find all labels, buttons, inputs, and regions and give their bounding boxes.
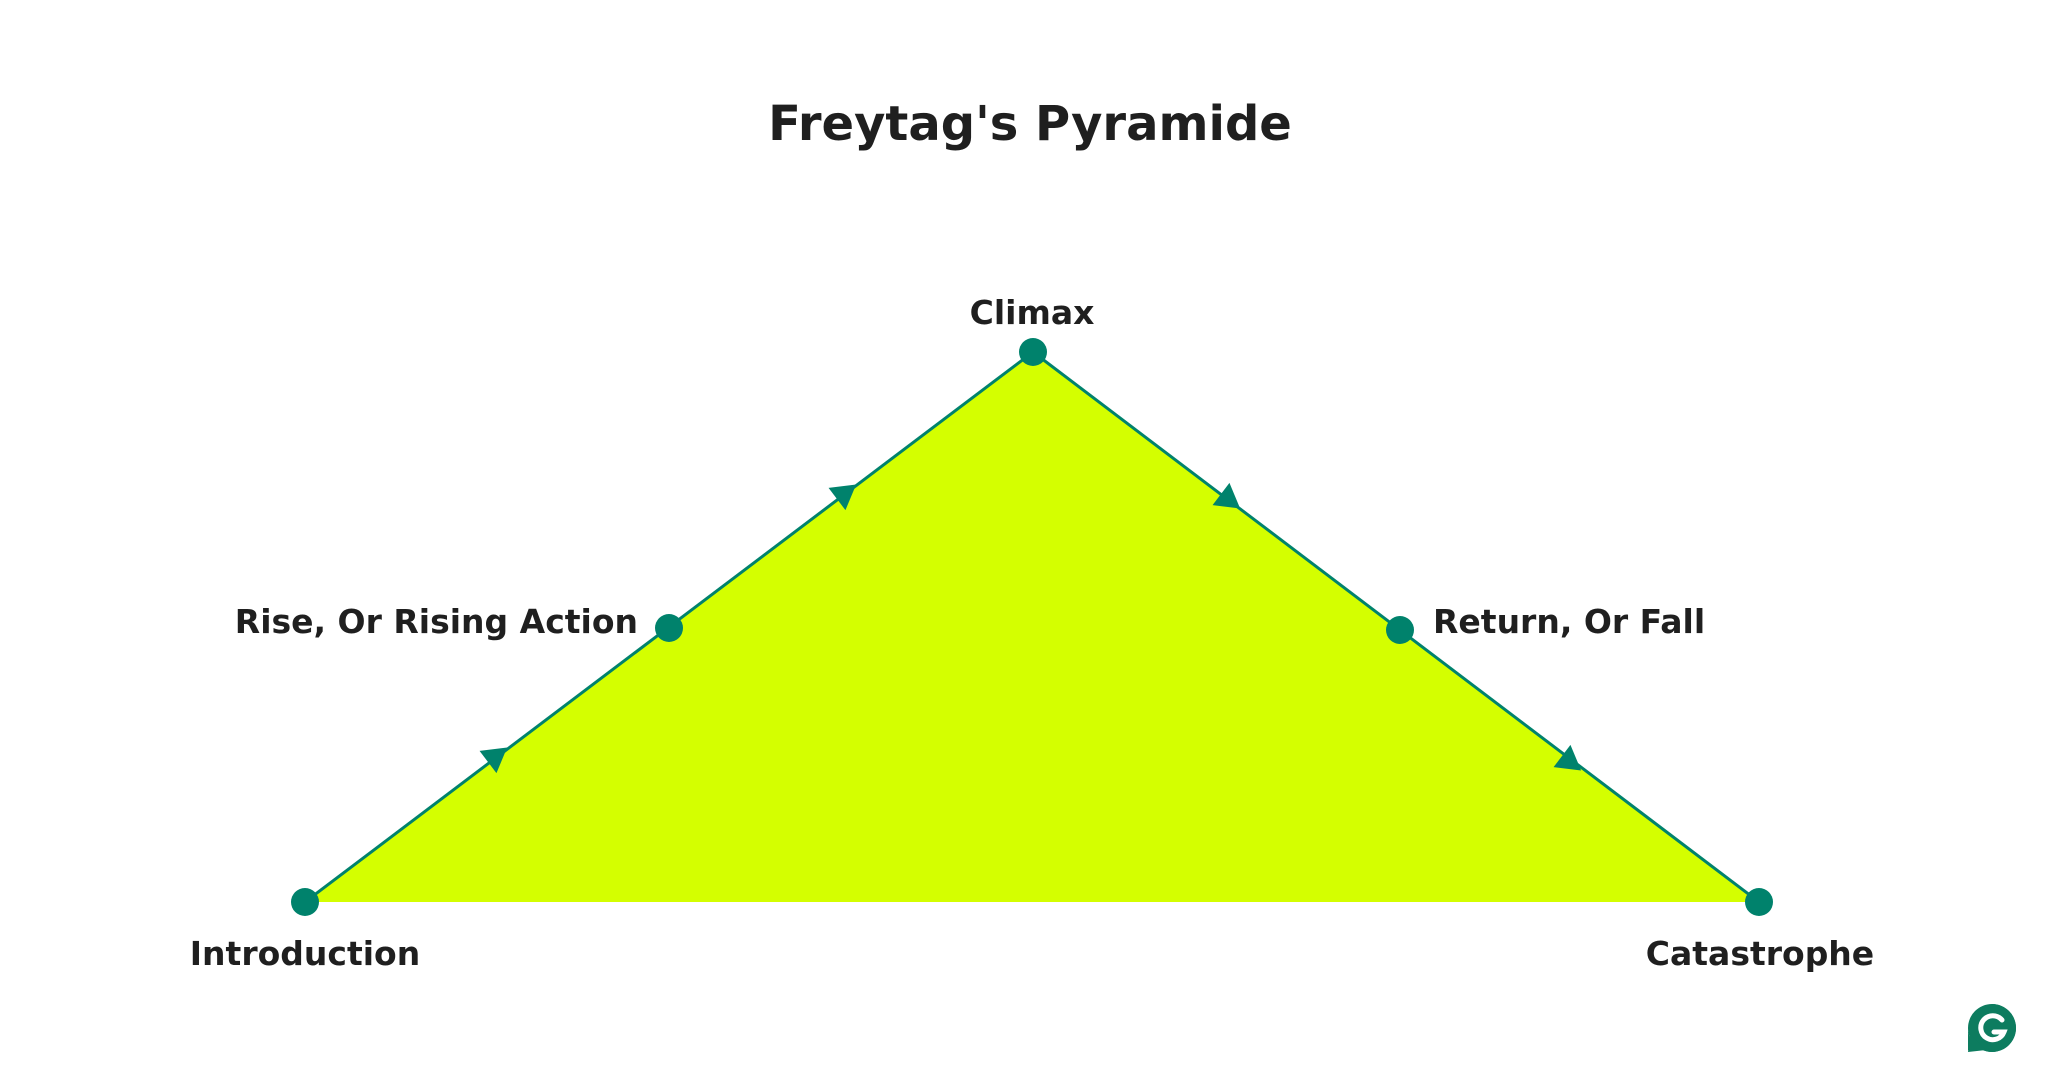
pyramid-triangle (305, 352, 1759, 902)
climax-node (1019, 338, 1047, 366)
rising-action-node (655, 614, 683, 642)
grammarly-g-logo-icon (1968, 1004, 2016, 1052)
falling-arrow-1-icon (1212, 482, 1241, 509)
falling-action-label: Return, Or Fall (1433, 602, 1705, 641)
rising-action-label: Rise, Or Rising Action (235, 602, 638, 641)
rising-arrow-1-icon (479, 747, 508, 774)
falling-arrow-2-icon (1553, 744, 1582, 771)
climax-label: Climax (970, 293, 1095, 332)
introduction-node (291, 888, 319, 916)
introduction-label: Introduction (190, 934, 420, 973)
page-title: Freytag's Pyramide (768, 96, 1292, 152)
rising-arrow-2-icon (828, 484, 857, 511)
falling-action-node (1386, 616, 1414, 644)
catastrophe-label: Catastrophe (1646, 934, 1874, 973)
catastrophe-node (1745, 888, 1773, 916)
